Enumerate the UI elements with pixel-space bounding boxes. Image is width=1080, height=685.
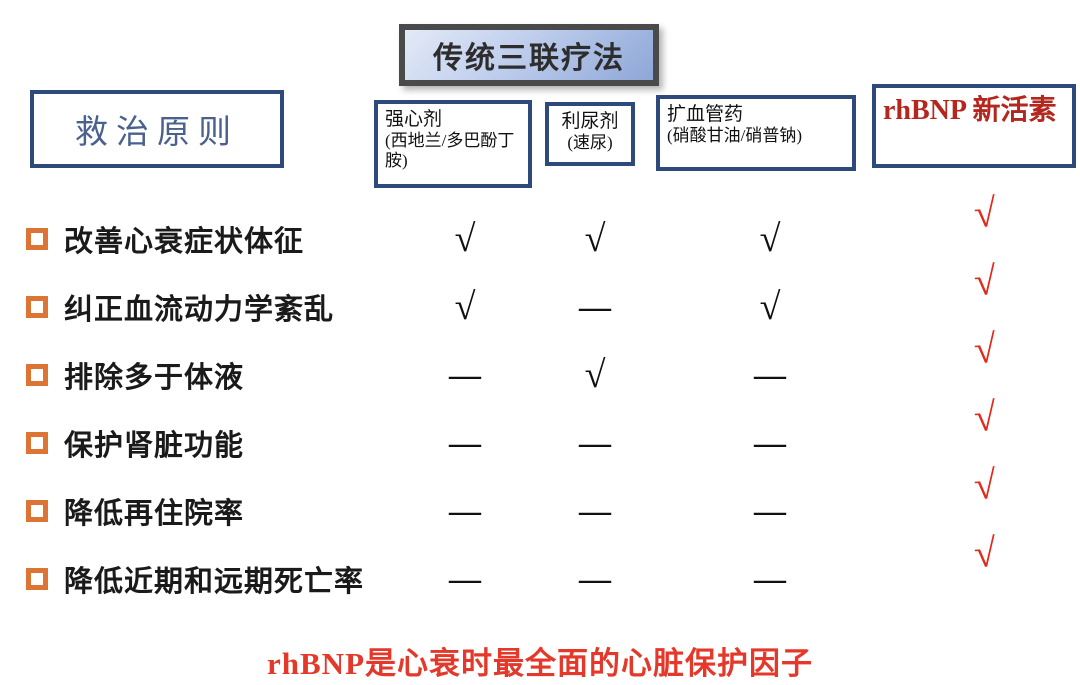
column-title-rhbnp: rhBNP 新活素 [883, 95, 1057, 126]
table-row: 降低近期和远期死亡率 — — — √ [0, 530, 1080, 613]
dash-mark-icon: — [579, 288, 611, 325]
red-check-mark-icon: √ [972, 393, 998, 441]
orange-square-bullet-icon [26, 432, 48, 454]
dash-mark-icon: — [754, 560, 786, 597]
row-label: 排除多于体液 [64, 362, 245, 394]
principle-label: 救治原则 [75, 115, 239, 151]
banner-traditional-triple-therapy: 传统三联疗法 [399, 24, 659, 86]
principle-box: 救治原则 [30, 90, 284, 168]
column-header-cardiotonic: 强心剂 (西地兰/多巴酚丁胺) [374, 100, 532, 188]
check-mark-icon: √ [454, 218, 476, 260]
dash-mark-icon: — [579, 560, 611, 597]
footer-conclusion-text: rhBNP是心衰时最全面的心脏保护因子 [267, 646, 813, 681]
table-row: 排除多于体液 — √ — √ [0, 326, 1080, 409]
column-header-vasodilator: 扩血管药 (硝酸甘油/硝普钠) [656, 95, 856, 171]
table-row: 改善心衰症状体征 √ √ √ √ [0, 190, 1080, 273]
row-label: 纠正血流动力学紊乱 [64, 294, 335, 326]
check-mark-icon: √ [584, 354, 606, 396]
orange-square-bullet-icon [26, 568, 48, 590]
dash-mark-icon: — [754, 424, 786, 461]
orange-square-bullet-icon [26, 296, 48, 318]
orange-square-bullet-icon [26, 228, 48, 250]
red-check-mark-icon: √ [972, 529, 998, 577]
row-label: 改善心衰症状体征 [64, 226, 305, 258]
dash-mark-icon: — [449, 560, 481, 597]
check-mark-icon: √ [759, 218, 781, 260]
dash-mark-icon: — [449, 356, 481, 393]
row-label: 降低再住院率 [64, 498, 245, 530]
column-subtitle-cardiotonic: (西地兰/多巴酚丁胺) [385, 131, 515, 171]
dash-mark-icon: — [754, 492, 786, 529]
column-header-diuretic: 利尿剂 (速尿) [545, 102, 635, 166]
dash-mark-icon: — [579, 492, 611, 529]
dash-mark-icon: — [754, 356, 786, 393]
column-title-diuretic: 利尿剂 [561, 111, 619, 132]
row-label: 保护肾脏功能 [64, 430, 245, 462]
orange-square-bullet-icon [26, 364, 48, 386]
table-row: 保护肾脏功能 — — — √ [0, 394, 1080, 477]
row-label: 降低近期和远期死亡率 [64, 566, 365, 598]
orange-square-bullet-icon [26, 500, 48, 522]
table-row: 降低再住院率 — — — √ [0, 462, 1080, 545]
red-check-mark-icon: √ [972, 189, 998, 237]
column-title-vasodilator: 扩血管药 [667, 104, 744, 125]
dash-mark-icon: — [579, 424, 611, 461]
table-row: 纠正血流动力学紊乱 √ — √ √ [0, 258, 1080, 341]
check-mark-icon: √ [584, 218, 606, 260]
column-title-cardiotonic: 强心剂 [385, 109, 443, 130]
check-mark-icon: √ [759, 286, 781, 328]
check-mark-icon: √ [454, 286, 476, 328]
column-header-rhbnp: rhBNP 新活素 [872, 84, 1076, 168]
dash-mark-icon: — [449, 492, 481, 529]
red-check-mark-icon: √ [972, 461, 998, 509]
column-subtitle-vasodilator: (硝酸甘油/硝普钠) [667, 126, 803, 146]
column-subtitle-diuretic: (速尿) [567, 133, 613, 153]
dash-mark-icon: — [449, 424, 481, 461]
red-check-mark-icon: √ [972, 325, 998, 373]
banner-label: 传统三联疗法 [433, 42, 625, 75]
red-check-mark-icon: √ [972, 257, 998, 305]
